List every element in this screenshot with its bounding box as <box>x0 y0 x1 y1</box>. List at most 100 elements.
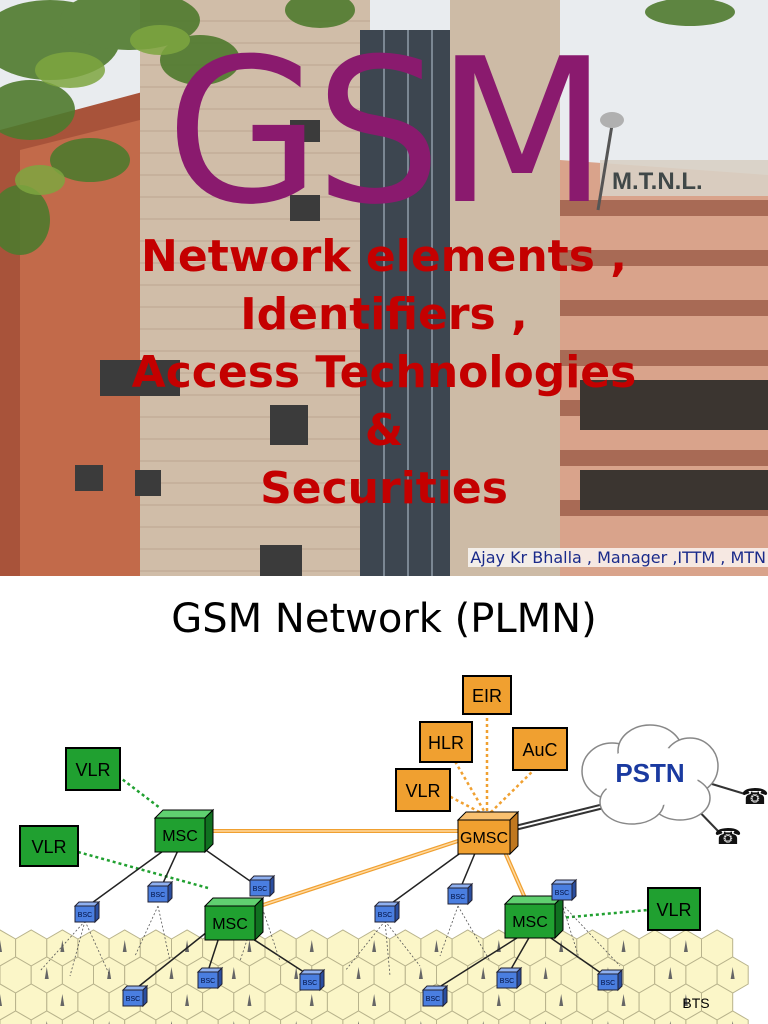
bts-antenna <box>481 967 486 979</box>
cell-hexagon <box>155 1010 188 1024</box>
bsc-node: BSC <box>196 966 224 990</box>
bsc-node: BSC <box>373 900 401 924</box>
cell-hexagon <box>467 1010 500 1024</box>
bsc-label: BSC <box>253 886 267 893</box>
svg-text:☎: ☎ <box>741 784 768 809</box>
bsc-node: BSC <box>596 968 624 992</box>
vlr-node-3: VLR <box>647 887 701 931</box>
bts-antenna <box>44 967 49 979</box>
subtitle: Network elements , Identifiers , Access … <box>0 228 768 518</box>
bts-antenna <box>668 967 673 979</box>
cloud-icon <box>581 724 719 825</box>
bts-antenna <box>122 940 127 952</box>
bts-antenna <box>309 940 314 952</box>
svg-text:VLR: VLR <box>656 900 691 920</box>
cell-hexagon <box>217 1010 250 1024</box>
bts-antenna <box>420 1021 422 1024</box>
telephone-icon: ☎ <box>741 784 768 809</box>
bts-antenna <box>107 967 112 979</box>
gmsc-node: GMSC <box>456 810 520 856</box>
bsc-label: BSC <box>151 892 165 899</box>
cell-hexagon <box>685 1010 718 1024</box>
cell-hexagon <box>248 1010 282 1024</box>
bts-antenna <box>621 940 626 952</box>
bts-antenna <box>169 967 174 979</box>
bts-antenna <box>732 1021 734 1024</box>
title-slide: M.T.N.L. GSM Network elements , Identifi… <box>0 0 768 576</box>
subtitle-line-1: Network elements , <box>141 231 627 282</box>
pstn-label: PSTN <box>615 758 684 788</box>
bts-antenna <box>108 1021 110 1024</box>
bts-antenna <box>669 1021 671 1024</box>
bsc-label: BSC <box>451 894 465 901</box>
bts-antenna <box>621 994 626 1006</box>
svg-text:GMSC: GMSC <box>460 830 508 847</box>
cell-hexagon <box>716 1010 749 1024</box>
cell-hexagon <box>436 1010 469 1024</box>
connections <box>39 712 746 992</box>
cell-hexagon <box>0 1010 32 1024</box>
bts-antenna <box>543 967 548 979</box>
bsc-node: BSC <box>550 878 578 902</box>
cell-hexagon <box>529 1010 562 1024</box>
network-slide: GSM Network (PLMN) <box>0 576 768 1024</box>
bts-antenna <box>247 940 252 952</box>
bts-antenna <box>372 940 377 952</box>
bts-antenna <box>545 1021 547 1024</box>
bsc-label: BSC <box>378 912 392 919</box>
bts-antenna <box>0 940 2 952</box>
slide-title: GSM Network (PLMN) <box>171 596 597 642</box>
bts-antenna <box>185 994 190 1006</box>
cell-hexagon <box>498 1010 531 1024</box>
bsc-label: BSC <box>201 978 215 985</box>
svg-text:AuC: AuC <box>522 740 557 760</box>
auc-node: AuC <box>512 727 568 771</box>
cell-hexagon <box>186 1010 219 1024</box>
cell-hexagon <box>591 1010 624 1024</box>
bts-antenna <box>295 1021 297 1024</box>
bsc-node: BSC <box>121 984 149 1008</box>
cell-hexagon <box>560 1010 593 1024</box>
bsc-node: BSC <box>298 968 326 992</box>
bts-antenna <box>231 967 236 979</box>
cell-hexagon <box>61 1010 94 1024</box>
bts-antenna <box>46 1021 48 1024</box>
bts-antenna <box>247 994 252 1006</box>
cell-hexagon <box>342 1010 375 1024</box>
vlr-node-1: VLR <box>65 747 121 791</box>
bsc-label: BSC <box>601 980 615 987</box>
main-title: GSM <box>165 16 609 249</box>
bsc-label: BSC <box>500 978 514 985</box>
vlr-node-gmsc: VLR <box>395 768 451 812</box>
bsc-label: BSC <box>126 996 140 1003</box>
bts-label: BTS <box>682 995 709 1011</box>
telephone-icon: ☎ <box>714 824 741 849</box>
author-credit: Ajay Kr Bhalla , Manager ,ITTM , MTN <box>468 548 768 567</box>
bts-antenna <box>170 1021 172 1024</box>
bsc-label: BSC <box>303 980 317 987</box>
cell-hexagon <box>404 1010 437 1024</box>
bts-antenna <box>60 994 65 1006</box>
bsc-node: BSC <box>73 900 101 924</box>
subtitle-line-2: Identifiers , <box>240 289 528 340</box>
bts-antenna <box>372 994 377 1006</box>
cell-hexagon <box>93 1010 126 1024</box>
svg-text:VLR: VLR <box>75 760 110 780</box>
subtitle-line-5: Securities <box>260 463 508 514</box>
bts-antenna <box>0 994 2 1006</box>
bts-antenna <box>356 967 361 979</box>
bts-antenna <box>559 994 564 1006</box>
bts-antenna <box>358 1021 360 1024</box>
svg-text:MSC: MSC <box>162 828 198 845</box>
bts-antenna <box>683 994 688 1006</box>
building-photo: M.T.N.L. <box>0 0 768 576</box>
bts-antenna <box>482 1021 484 1024</box>
svg-text:VLR: VLR <box>405 781 440 801</box>
eir-node: EIR <box>462 675 512 715</box>
msc-node-1: MSC <box>153 808 215 854</box>
cell-hexagon <box>311 1010 344 1024</box>
bts-antenna <box>434 940 439 952</box>
cell-hexagon <box>623 1010 656 1024</box>
bsc-node: BSC <box>446 882 474 906</box>
